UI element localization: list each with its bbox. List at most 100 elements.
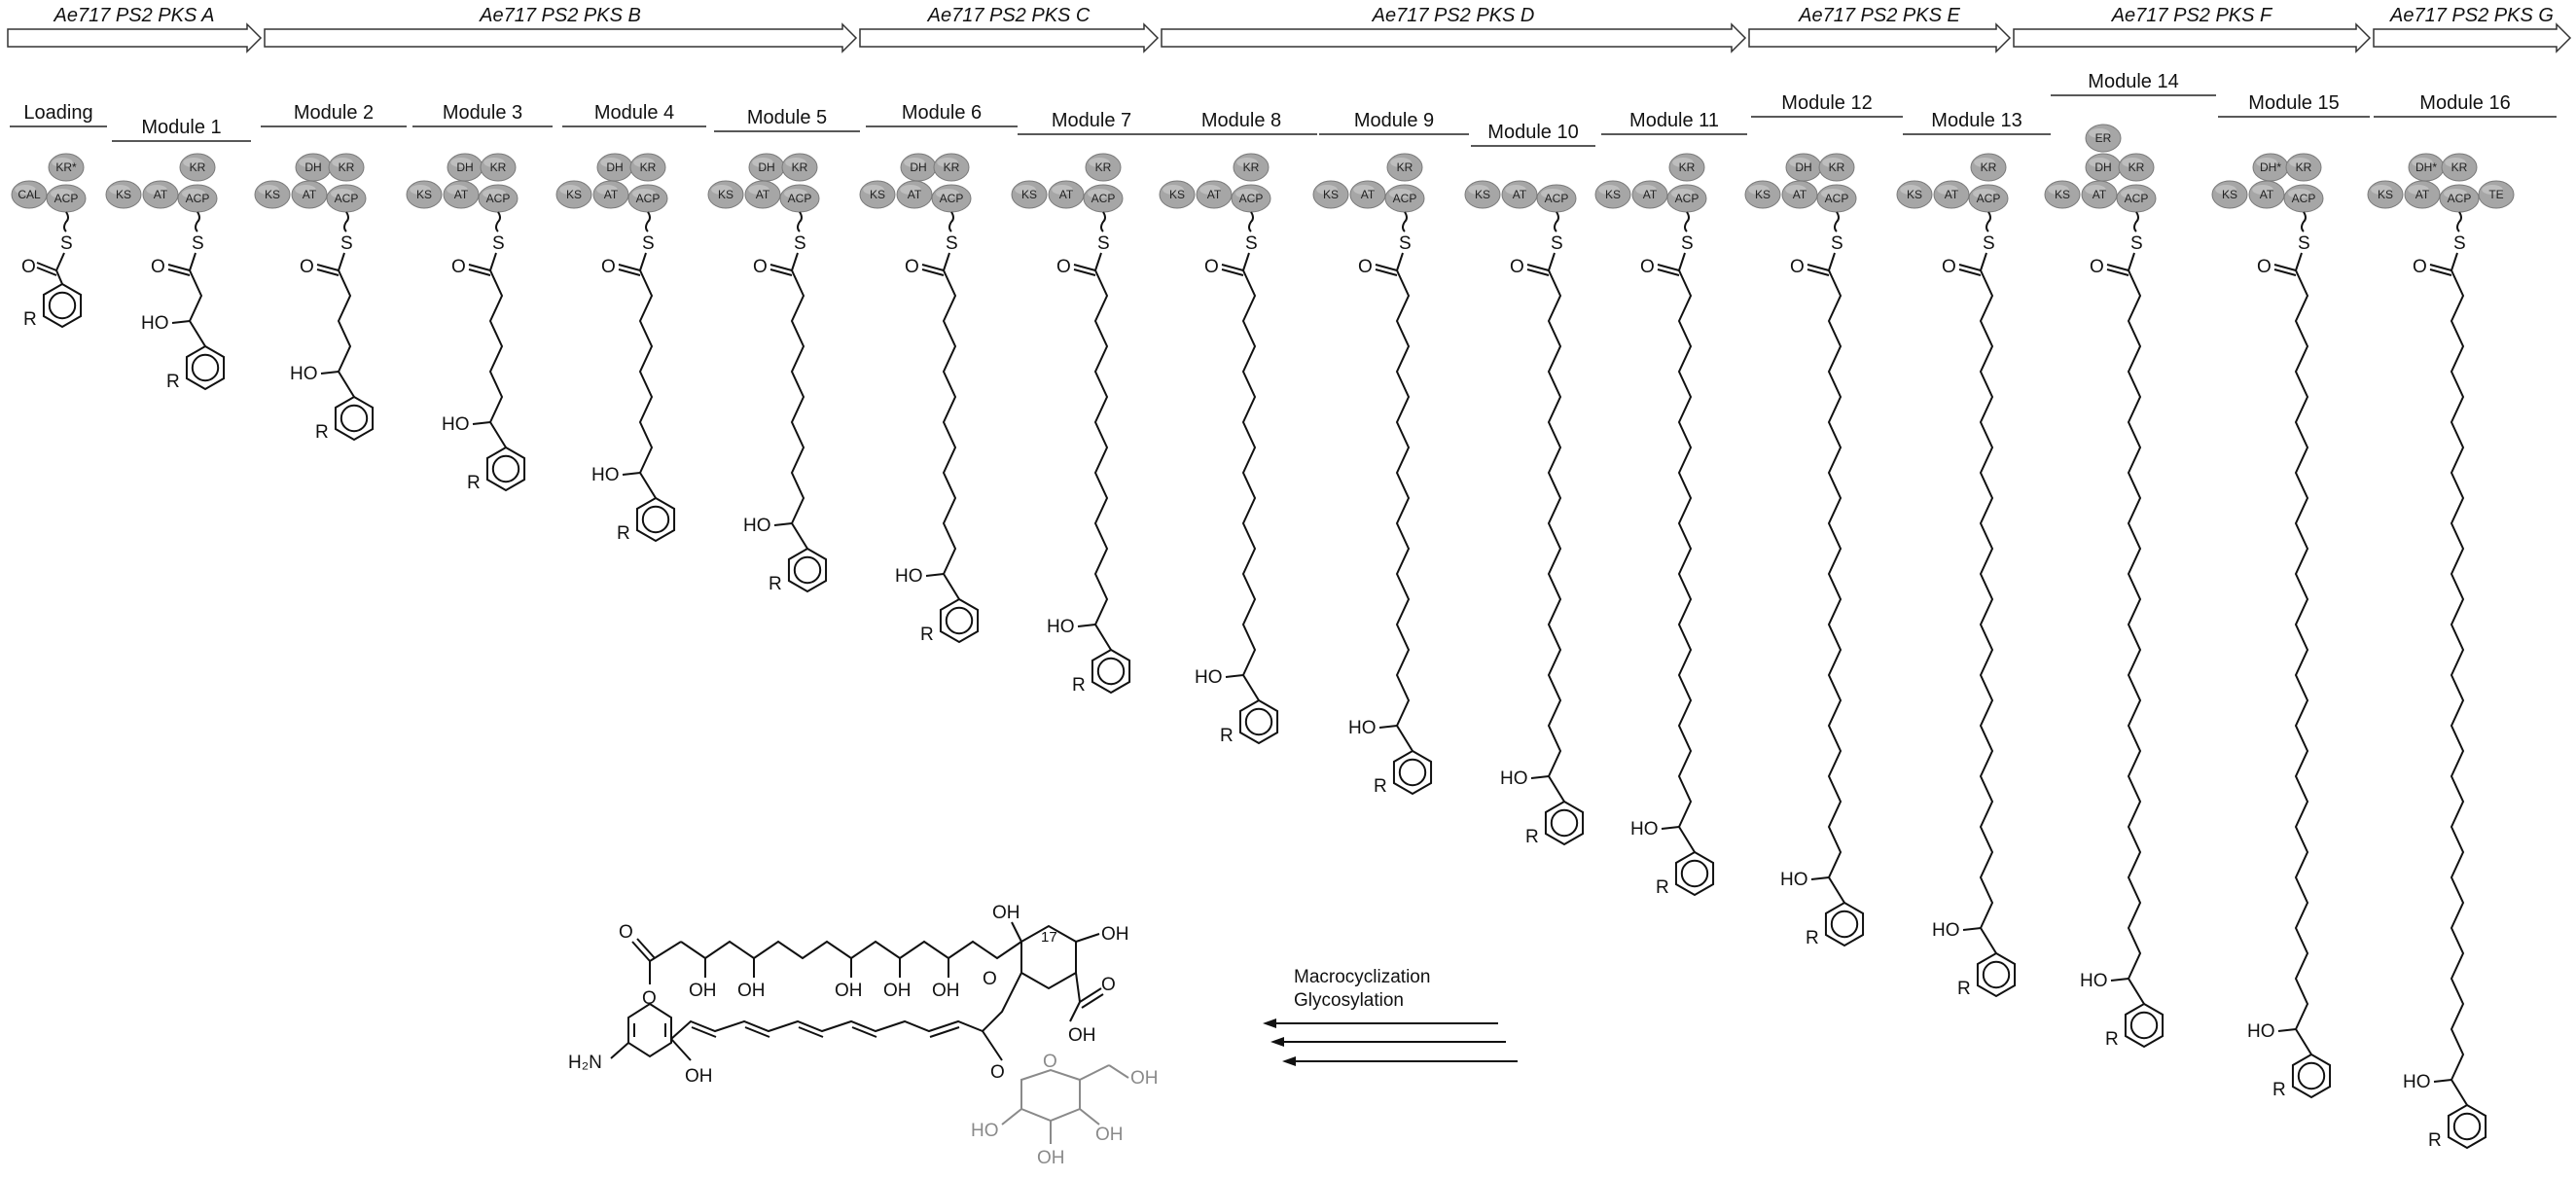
domain-at: AT (1349, 180, 1386, 209)
svg-text:AT: AT (2093, 188, 2107, 201)
polyketide-intermediates: SORSOHORSOHORSOHORSOHORSOHORSOHORSOHORSO… (21, 211, 2487, 1151)
r-group: R (2105, 1029, 2119, 1050)
svg-text:AT: AT (1361, 188, 1376, 201)
domain-at: AT (896, 180, 933, 209)
final-product-structure: O O OH OH OH OH OH OH 17 OH O OH (568, 903, 1159, 1168)
carbonyl-oxygen: O (753, 257, 768, 277)
domain-at: AT (1631, 180, 1668, 209)
svg-text:ACP: ACP (1825, 192, 1849, 205)
benzylic-hydroxyl: HO (442, 414, 470, 435)
benzylic-hydroxyl: HO (1348, 718, 1377, 738)
gene-label-3: Ae717 PS2 PKS C (927, 5, 1091, 26)
gene-arrow-7: Ae717 PS2 PKS G (2373, 5, 2572, 54)
benzylic-hydroxyl: HO (290, 364, 318, 384)
aryl-ring (2447, 1103, 2487, 1150)
domain-at: AT (744, 180, 781, 209)
macrocyclization-label: Macrocyclization (1294, 967, 1430, 987)
r-group: R (1957, 979, 1971, 999)
domain-at: AT (592, 180, 629, 209)
thioester-sulfur: S (946, 233, 958, 254)
domain-at: AT (1048, 180, 1085, 209)
svg-text:DH: DH (1795, 161, 1811, 174)
svg-text:ACP: ACP (2292, 192, 2316, 205)
domain-at: AT (443, 180, 480, 209)
module-label: Module 4 (594, 102, 674, 124)
benzylic-hydroxyl: HO (1932, 920, 1960, 941)
domain-ks: KS (2367, 180, 2404, 209)
c17-oh: OH (1101, 924, 1129, 945)
top-chain-hydroxyls: OH OH OH OH OH (689, 958, 960, 1001)
domain-at: AT (1781, 180, 1818, 209)
aryl-ring (2124, 1002, 2165, 1049)
glycosylation-label: Glycosylation (1294, 990, 1404, 1011)
domain-kr: KR (781, 153, 818, 182)
domain-at: AT (1933, 180, 1970, 209)
svg-text:KR: KR (2451, 161, 2468, 174)
domain-kr: KR (2285, 153, 2322, 182)
carbonyl-oxygen: O (1510, 257, 1524, 277)
r-group: R (2428, 1130, 2442, 1151)
svg-text:CAL: CAL (18, 188, 41, 201)
gene-label-6: Ae717 PS2 PKS F (2111, 5, 2273, 26)
domain-acp: ACP (2439, 184, 2480, 213)
domain-kr-star: KR* (48, 153, 85, 182)
svg-text:KR: KR (1095, 161, 1112, 174)
gene-label-1: Ae717 PS2 PKS A (54, 5, 215, 26)
module-label: Module 10 (1487, 122, 1578, 143)
benzylic-oh: OH (685, 1066, 713, 1087)
svg-text:DH: DH (758, 161, 774, 174)
svg-text:KS: KS (416, 188, 432, 201)
aryl-ring (1544, 800, 1585, 846)
module-label: Module 9 (1354, 110, 1434, 131)
domain-dh: DH (2085, 153, 2122, 182)
r-group: R (1220, 726, 1234, 746)
domain-acp: ACP (627, 184, 668, 213)
svg-text:DH*: DH* (2260, 161, 2281, 174)
sugar-oh-4: OH (1095, 1125, 1124, 1145)
thioester-sulfur: S (1983, 233, 1995, 254)
svg-text:KS: KS (2055, 188, 2070, 201)
svg-text:DH: DH (606, 161, 623, 174)
gene-label-7: Ae717 PS2 PKS G (2389, 5, 2554, 26)
domain-acp: ACP (46, 184, 87, 213)
svg-text:AT: AT (154, 188, 168, 201)
carboxyl-oh: OH (1068, 1025, 1096, 1046)
domain-acp: ACP (478, 184, 519, 213)
svg-text:AT: AT (1643, 188, 1658, 201)
sugar-moiety: O OH HO OH OH (971, 1052, 1159, 1168)
lactone-oxygen: O (619, 922, 633, 943)
thioester-sulfur: S (1831, 233, 1843, 254)
domain-at: AT (1501, 180, 1538, 209)
svg-text:DH: DH (910, 161, 926, 174)
domain-dh-star: DH* (2408, 153, 2445, 182)
sugar-oh-3: OH (1037, 1148, 1065, 1168)
domain-kr: KR (1233, 153, 1270, 182)
domain-acp: ACP (2116, 184, 2157, 213)
domain-kr: KR (179, 153, 216, 182)
aryl-ring (939, 597, 980, 644)
r-group: R (617, 523, 630, 544)
thioester-sulfur: S (794, 233, 806, 254)
svg-text:DH: DH (2094, 161, 2111, 174)
carbonyl-oxygen: O (2090, 257, 2104, 277)
domain-kr: KR (2118, 153, 2155, 182)
domain-dh-star: DH* (2252, 153, 2289, 182)
arrow-1 (1263, 1018, 1498, 1028)
gene-arrow-5: Ae717 PS2 PKS E (1748, 5, 2012, 54)
carbonyl-oxygen: O (151, 257, 165, 277)
thioester-sulfur: S (340, 233, 353, 254)
svg-text:KS: KS (1021, 188, 1037, 201)
ester-oxygen: O (642, 988, 657, 1009)
svg-text:KS: KS (265, 188, 280, 201)
